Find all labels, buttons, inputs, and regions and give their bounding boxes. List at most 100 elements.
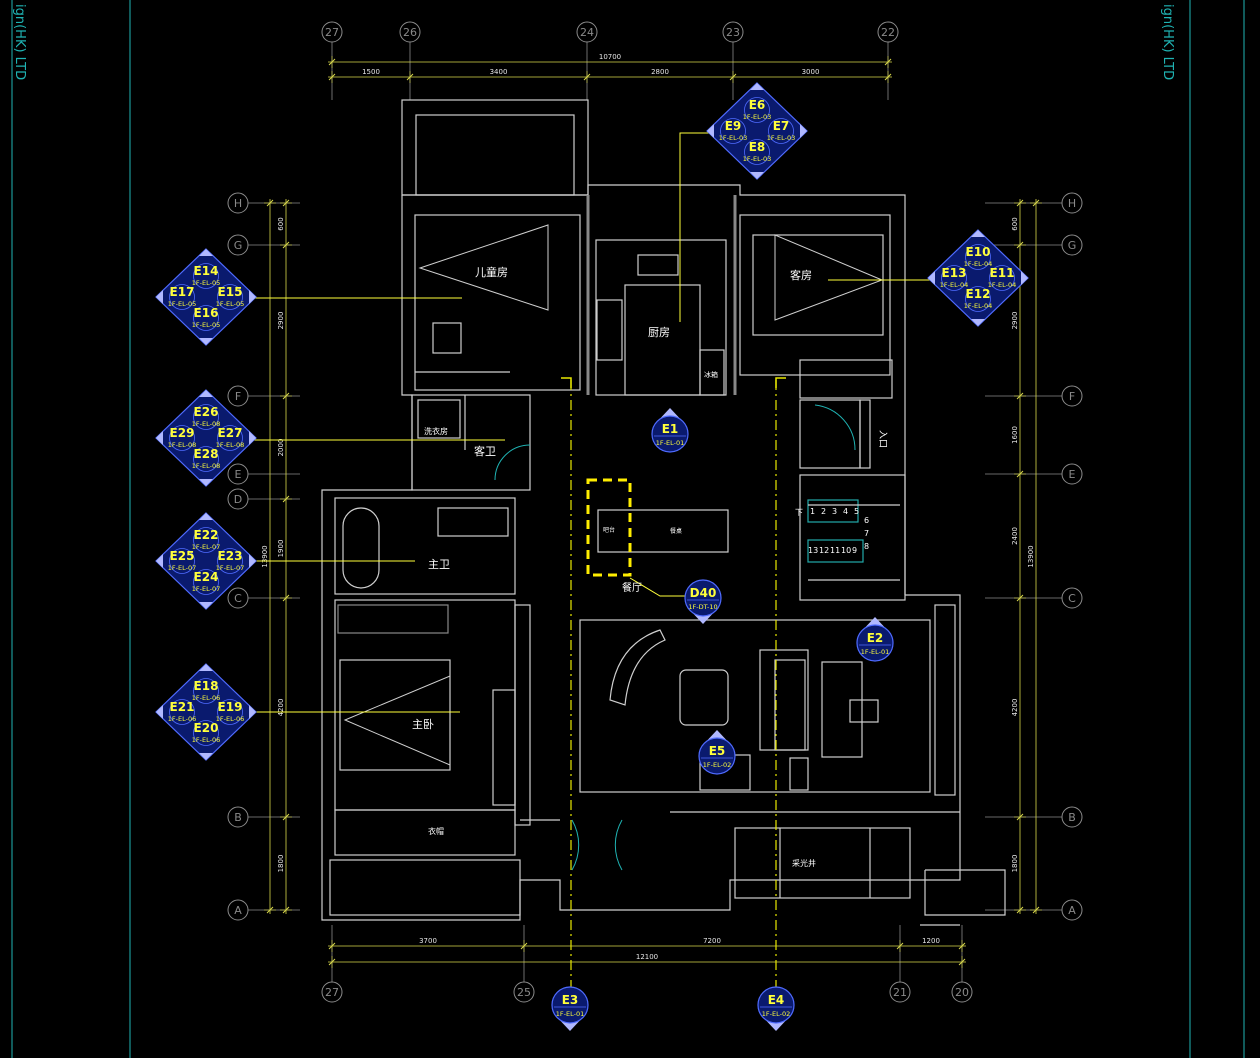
elev-marker-id-0: E1 [662,422,679,436]
elev-ref-left-5: 1F-EL-06 [168,715,196,723]
elev-id-bottom-1: E12 [966,287,991,301]
elev-tip-top-5 [199,664,213,671]
elev-id-top-3: E26 [194,405,219,419]
elev-ref-bottom-5: 1F-EL-06 [192,736,220,744]
axis-top-1: 26 [403,26,417,39]
axis-right-5: B [1068,811,1076,824]
elev-tip-bottom-5 [199,753,213,760]
axis-bottom-2: 21 [893,986,907,999]
label-guest-room: 客房 [790,268,812,282]
stair-step-up-1: 2 [821,507,826,516]
elev-ref-right-4: 1F-EL-07 [216,564,244,572]
elev-marker-circle-4 [551,986,589,1024]
elev-ref-top-2: 1F-EL-05 [192,279,220,287]
axis-right-0: H [1068,197,1076,210]
axis-right-2: F [1069,390,1075,403]
elev-marker-ref-5: 1F-EL-02 [762,1010,790,1018]
elev-ref-bottom-2: 1F-EL-05 [192,321,220,329]
elev-marker-circle-0 [651,415,689,453]
label-master-bath: 主卫 [428,558,450,571]
elev-tip-left-1 [928,271,935,285]
dim-left-seg-label-3: 1900 [277,540,285,558]
elev-ref-bottom-3: 1F-EL-08 [192,462,220,470]
stair-step-low-1: 12 [819,546,829,555]
axis-left-4: D [234,493,242,506]
elev-circle-bottom-2 [193,305,219,331]
label-cloak: 衣帽 [428,826,444,836]
bar-highlight[interactable] [586,478,632,577]
axis-left-2: F [235,390,241,403]
elev-tip-right-3 [249,431,256,445]
elev-id-right-4: E23 [218,549,243,563]
elev-tip-right-5 [249,705,256,719]
elev-circle-left-5 [169,699,195,725]
section-lines [570,380,777,990]
label-master-bed: 主卧 [412,718,434,731]
elev-tip-bottom-2 [199,338,213,345]
elev-tip-left-4 [156,554,163,568]
elev-ref-bottom-0: 1F-EL-03 [743,155,771,163]
dim-left-seg-label-5: 1800 [277,855,285,873]
label-kitchen: 厨房 [648,326,670,339]
elev-id-bottom-2: E16 [194,306,219,320]
axis-top-2: 24 [580,26,594,39]
elev-tip-left-5 [156,705,163,719]
dim-right-seg-label-3: 2400 [1011,527,1019,545]
elev-marker-id-2: E5 [709,744,726,758]
label-fridge: 冰箱 [704,370,718,379]
dim-left-total-label-0: 13900 [261,545,269,567]
axis-bottom-0: 27 [325,986,339,999]
stair-step-up-4: 5 [854,507,859,516]
dim-bot-total-label-0: 12100 [636,953,658,961]
elev-marker-ref-0: 1F-EL-01 [656,439,684,447]
stair-step-side-1: 7 [864,529,869,538]
elev-circle-top-0 [744,97,770,123]
elev-ref-bottom-1: 1F-EL-04 [964,302,992,310]
elev-circle-left-2 [169,284,195,310]
door-arcs [494,404,856,871]
axis-top-0: 27 [325,26,339,39]
stair-step-side-0: 6 [864,516,869,525]
elev-id-top-0: E6 [749,98,766,112]
elev-circle-top-5 [193,678,219,704]
axis-right-6: A [1068,904,1076,917]
elev-cluster-2: E141F-EL-05E151F-EL-05E161F-EL-05E171F-E… [155,248,257,346]
elev-circle-top-1 [965,244,991,270]
axis-left-1: G [234,239,243,252]
elev-cluster-4: E221F-EL-07E231F-EL-07E241F-EL-07E251F-E… [155,512,257,610]
elev-tip-top-3 [199,390,213,397]
stair-down-label: 下 [795,508,803,517]
elev-id-left-2: E17 [170,285,195,299]
stair-step-side-2: 8 [864,542,869,551]
elev-marker-circle-2 [698,737,736,775]
label-dining: 餐厅 [622,581,642,594]
view-triangles [343,224,884,766]
axis-left-5: C [234,592,242,605]
label-entrance: 入口 [877,430,888,448]
frame-left-text: ign(HK) LTD [12,4,27,80]
dim-bot-seg-label-0: 3700 [419,937,437,945]
elev-tip-left-2 [156,290,163,304]
elev-id-right-3: E27 [218,426,243,440]
leader-lines [245,132,935,713]
elev-tip-bottom-0 [750,172,764,179]
elev-id-right-2: E15 [218,285,243,299]
elev-circle-bottom-5 [193,720,219,746]
elev-id-right-0: E7 [773,119,790,133]
elev-marker-circle-1 [856,624,894,662]
elev-tip-bottom-1 [971,319,985,326]
elev-tip-top-4 [199,513,213,520]
elev-id-right-1: E11 [990,266,1015,280]
elev-id-bottom-3: E28 [194,447,219,461]
elev-ref-left-4: 1F-EL-07 [168,564,196,572]
elev-tip-right-0 [800,124,807,138]
elev-cluster-5: E181F-EL-06E191F-EL-06E201F-EL-06E211F-E… [155,663,257,761]
elev-tip-right-4 [249,554,256,568]
dim-left-seg-label-2: 2000 [277,439,285,457]
elev-marker-ref-3: 1F-DT-10 [688,603,717,611]
